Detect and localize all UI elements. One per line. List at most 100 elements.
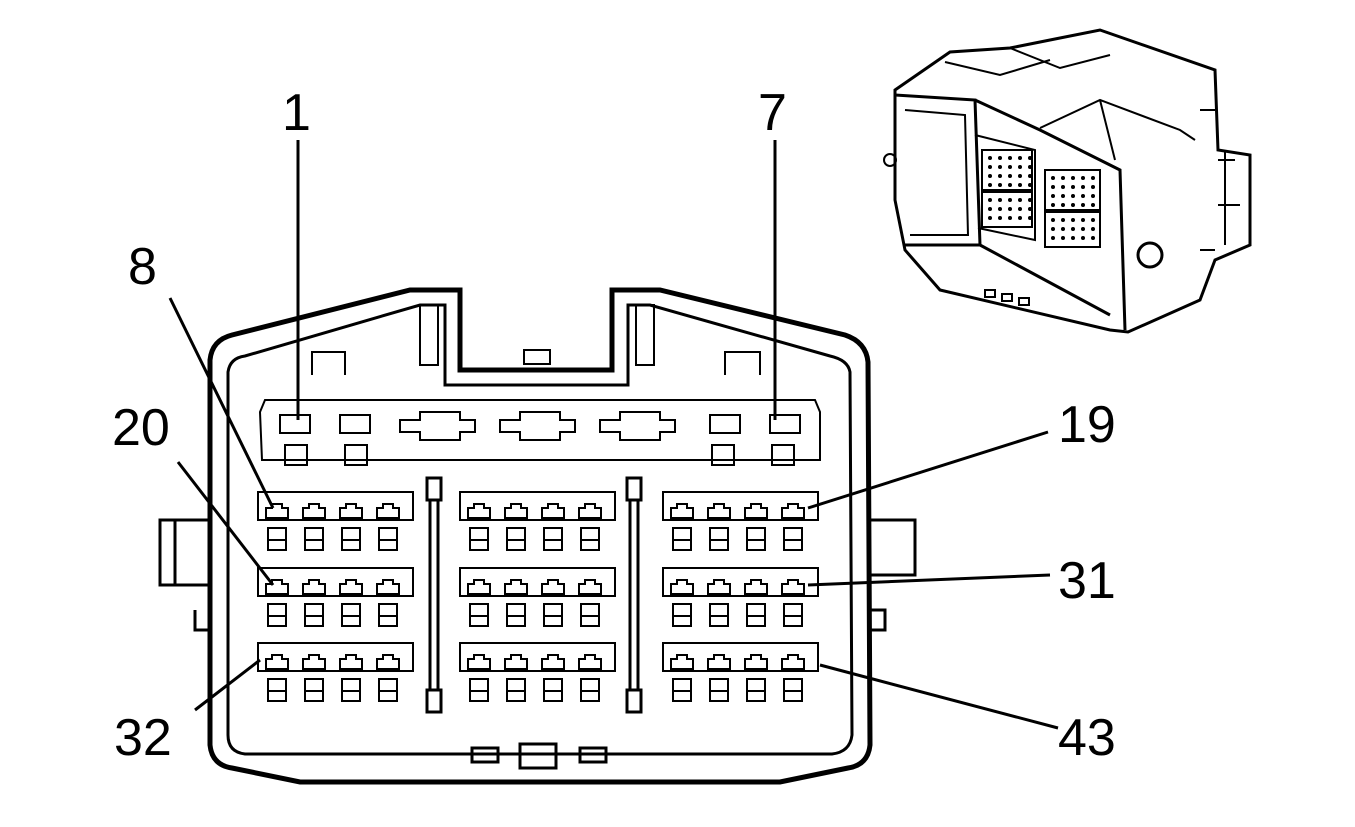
iso-pin-dot (1071, 218, 1075, 222)
iso-pin-dot (1081, 194, 1085, 198)
iso-pin-dot (1091, 185, 1095, 189)
cavity-lip (258, 399, 821, 461)
iso-pin-dot (1091, 194, 1095, 198)
latch-slot-left (419, 304, 439, 366)
pin-latch (504, 503, 528, 519)
pin-latch (265, 654, 289, 670)
iso-pin-dot (1061, 203, 1065, 207)
pin-label-7: 7 (758, 84, 787, 142)
iso-pin-dot (1028, 198, 1032, 202)
bottom-slot-right (578, 746, 608, 764)
latch-slot-right (635, 304, 655, 366)
pin-latch (467, 579, 491, 595)
connector-isometric-view (883, 28, 1252, 334)
pin-latch (781, 654, 805, 670)
iso-bottom-slots (984, 289, 1030, 306)
pin-cell (771, 444, 795, 466)
separator-cap (625, 688, 643, 714)
iso-pin-dot (1091, 218, 1095, 222)
iso-body-outline (893, 28, 1252, 334)
top-pin-row (279, 411, 801, 466)
iso-pin-dot (1028, 207, 1032, 211)
iso-pin-dot (1018, 165, 1022, 169)
connector-face (158, 287, 917, 785)
iso-pin-dot (1081, 227, 1085, 231)
pin-blocks (257, 491, 819, 702)
pin-latch (376, 503, 400, 519)
blank-pin-key (599, 411, 676, 441)
iso-pin-block (1044, 211, 1101, 248)
iso-pin-dot (1071, 203, 1075, 207)
iso-pin-dot (1061, 185, 1065, 189)
iso-pin-dot (1028, 174, 1032, 178)
iso-pin-dot (1051, 227, 1055, 231)
pin-label-31: 31 (1058, 552, 1116, 610)
pin-latch (707, 579, 731, 595)
iso-pin-dot (1051, 218, 1055, 222)
iso-pin-dot (1091, 203, 1095, 207)
iso-pin-dot (1071, 227, 1075, 231)
pin-labels: 1 7 8 19 20 31 32 43 (112, 84, 1116, 767)
iso-pin-dot (1028, 183, 1032, 187)
pin-label-19: 19 (1058, 396, 1116, 454)
separator-bar (428, 498, 440, 692)
leader-pin-8 (168, 297, 275, 509)
iso-pin-dot (1071, 236, 1075, 240)
pin-block-frame (257, 491, 414, 521)
pin-label-43: 43 (1058, 709, 1116, 767)
iso-post-left (883, 153, 897, 167)
iso-pin-dot (988, 207, 992, 211)
pin-block (459, 491, 616, 551)
pin-label-1: 1 (282, 84, 311, 142)
iso-pin-block (981, 191, 1033, 228)
pin-latch (339, 654, 363, 670)
connector-inner-housing (226, 303, 854, 756)
iso-pin-dot (1008, 207, 1012, 211)
iso-pin-dot (1071, 185, 1075, 189)
pin-latch (504, 654, 528, 670)
iso-pin-block (981, 149, 1033, 191)
iso-pin-dot (1051, 203, 1055, 207)
pin-block (459, 567, 616, 627)
iso-pin-dot (988, 174, 992, 178)
pin-latch (744, 654, 768, 670)
leader-pin-32 (194, 658, 261, 712)
iso-pin-dot (1071, 176, 1075, 180)
iso-pin-dot (1008, 165, 1012, 169)
iso-pin-dot (1061, 227, 1065, 231)
pin-block-frame (662, 567, 819, 597)
iso-pin-dots (988, 156, 1095, 240)
iso-post (1136, 241, 1164, 269)
pin-latch (467, 503, 491, 519)
iso-inner-walls (904, 109, 1036, 242)
separator-cap (425, 688, 443, 714)
iso-pin-dot (1051, 176, 1055, 180)
iso-pin-dot (1018, 183, 1022, 187)
pin-latch (467, 654, 491, 670)
iso-pin-dot (988, 216, 992, 220)
iso-pin-dot (998, 156, 1002, 160)
iso-pin-dot (998, 216, 1002, 220)
iso-pin-dot (988, 156, 992, 160)
iso-pin-dot (988, 198, 992, 202)
pin-block (257, 491, 414, 551)
pin-cell (284, 444, 308, 466)
pin-label-32: 32 (114, 709, 172, 767)
iso-pin-dot (1081, 203, 1085, 207)
pin-latch (265, 503, 289, 519)
pin-latch (541, 503, 565, 519)
pin-label-8: 8 (128, 238, 157, 296)
pin-latch (302, 503, 326, 519)
iso-pin-dot (1028, 165, 1032, 169)
blank-pin-key (399, 411, 476, 441)
pin-cell (339, 414, 371, 434)
leader-pin-20 (176, 461, 275, 586)
iso-pin-dot (998, 174, 1002, 178)
pin-block-frame (257, 567, 414, 597)
iso-pin-dot (1051, 236, 1055, 240)
iso-pin-dot (1061, 176, 1065, 180)
connector-outer-housing (207, 287, 873, 785)
iso-pin-dot (1028, 156, 1032, 160)
separator-bar (628, 498, 640, 692)
